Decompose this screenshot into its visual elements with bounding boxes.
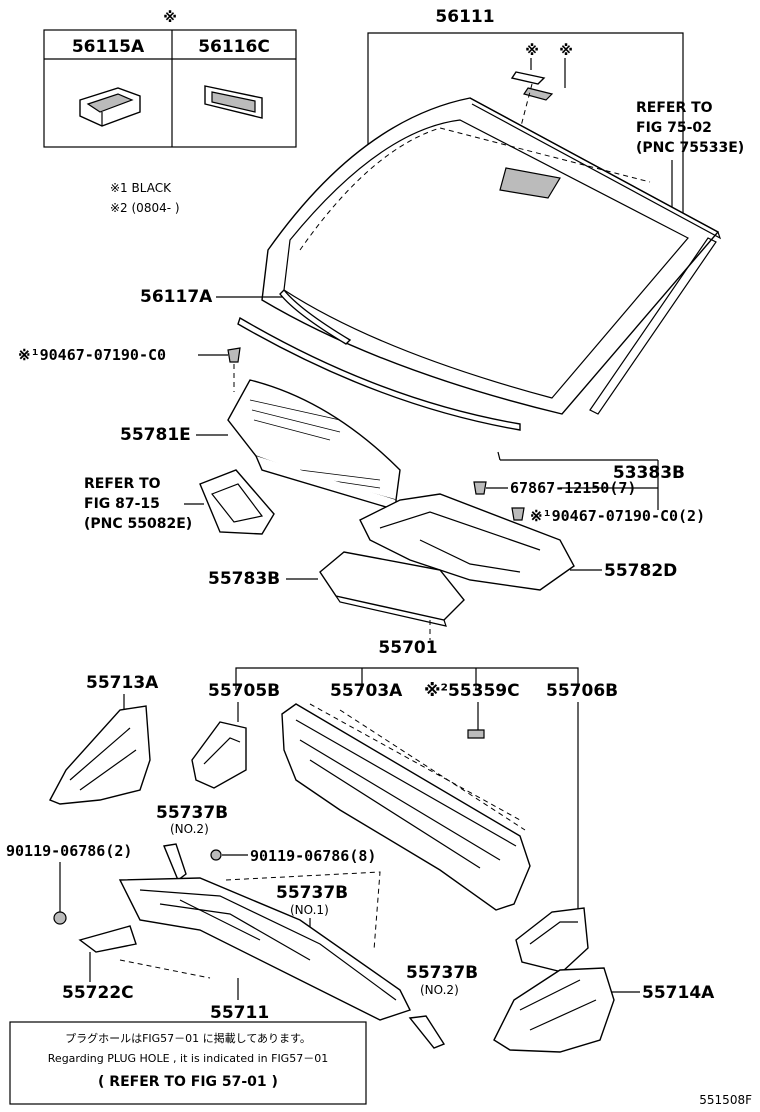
symbol-a: ※ <box>525 43 539 59</box>
dash-inner <box>119 871 381 979</box>
clip-56116c-drawing <box>204 85 263 119</box>
callout-56111: 56111 <box>435 7 494 27</box>
callout-clip1: ※¹90467-07190-C0 <box>18 346 166 364</box>
windshield-bracket <box>367 32 684 215</box>
callout-53383b: 53383B <box>613 463 685 483</box>
bolt-left-drawing <box>53 911 67 925</box>
footer-note-japanese: プラグホールはFIG57－01 に掲載してあります。 <box>65 1031 311 1045</box>
moulding-drawing <box>237 288 521 431</box>
bracket-55701 <box>235 667 579 690</box>
footer-note-english: Regarding PLUG HOLE , it is indicated in… <box>48 1052 328 1065</box>
note-black: ※1 BLACK <box>110 181 172 195</box>
dash-mirror <box>519 83 533 131</box>
callout-55713a: 55713A <box>86 673 159 693</box>
symbol-b: ※ <box>559 43 573 59</box>
callout-bolt-mid: 90119-06786(8) <box>250 847 376 865</box>
callout-55701: 55701 <box>378 638 437 658</box>
refer2-line3: (PNC 55082E) <box>84 516 192 532</box>
callout-55737b-low: 55737B <box>406 963 478 983</box>
seal-55737b-top-drawing <box>163 843 187 882</box>
callout-55737b-mid: 55737B <box>276 883 348 903</box>
clip-55359c-drawing <box>467 729 485 739</box>
mirror-base-drawing <box>510 71 554 101</box>
callout-56116c: 56116C <box>198 37 270 57</box>
callout-55714a: 55714A <box>642 983 715 1003</box>
callout-55359c: ※²55359C <box>424 681 520 701</box>
refer2-line2: FIG 87-15 <box>84 496 160 512</box>
callout-55711: 55711 <box>210 1003 269 1023</box>
bracket-55722c-drawing <box>78 925 137 953</box>
cowl-louver-drawing <box>227 379 401 511</box>
callout-55782d: 55782D <box>604 561 677 581</box>
leader-53383-top <box>497 451 501 461</box>
footer-note-refer: ( REFER TO FIG 57-01 ) <box>98 1074 278 1090</box>
callout-55737b-mid-sub: (NO.1) <box>290 903 329 917</box>
panel-55783b-drawing <box>319 551 465 627</box>
duct-drawing <box>199 469 275 535</box>
callout-55722c: 55722C <box>62 983 134 1003</box>
cowl-inner-panel-drawing <box>118 877 411 1021</box>
clip2-drawing <box>473 481 487 495</box>
clip3-drawing <box>511 507 525 521</box>
callout-55781e: 55781E <box>120 425 191 445</box>
windshield-glass-drawing <box>261 97 722 415</box>
callout-clip3: ※¹90467-07190-C0(2) <box>530 507 705 525</box>
callout-55737b-low-sub: (NO.2) <box>420 983 459 997</box>
bolt-mid-drawing <box>210 849 222 861</box>
callout-55703a: 55703A <box>330 681 403 701</box>
seal-55737b-low-drawing <box>408 1015 446 1049</box>
callout-56115a: 56115A <box>72 37 145 57</box>
panel-55714a-drawing <box>493 967 615 1053</box>
refer1-line2: FIG 75-02 <box>636 120 712 136</box>
callout-55705b: 55705B <box>208 681 280 701</box>
clip-56115a-drawing <box>79 87 141 127</box>
bracket-53383b <box>500 459 659 510</box>
callout-55737b-top-sub: (NO.2) <box>170 822 209 836</box>
kit-symbol: ※ <box>163 10 177 26</box>
panel-55782d-drawing <box>359 493 575 591</box>
bracket-55705b-drawing <box>191 721 247 789</box>
kit-table <box>43 29 297 148</box>
clip1-drawing <box>227 347 241 363</box>
callout-56117a: 56117A <box>140 287 213 307</box>
footer-note-box <box>9 1021 367 1105</box>
cowl-top-panel-drawing <box>281 703 531 911</box>
note-date: ※2 (0804- ) <box>110 201 180 215</box>
panel-55713a-drawing <box>49 705 151 805</box>
callout-clip2: 67867-12150(7) <box>510 479 636 497</box>
callout-55737b-top: 55737B <box>156 803 228 823</box>
callout-55706b: 55706B <box>546 681 618 701</box>
figure-id: 551508F <box>699 1093 752 1107</box>
callout-bolt-left: 90119-06786(2) <box>6 842 132 860</box>
refer1-line1: REFER TO <box>636 100 713 116</box>
refer2-line1: REFER TO <box>84 476 161 492</box>
refer1-line3: (PNC 75533E) <box>636 140 744 156</box>
callout-55783b: 55783B <box>208 569 280 589</box>
bracket-55706b-drawing <box>515 907 589 973</box>
